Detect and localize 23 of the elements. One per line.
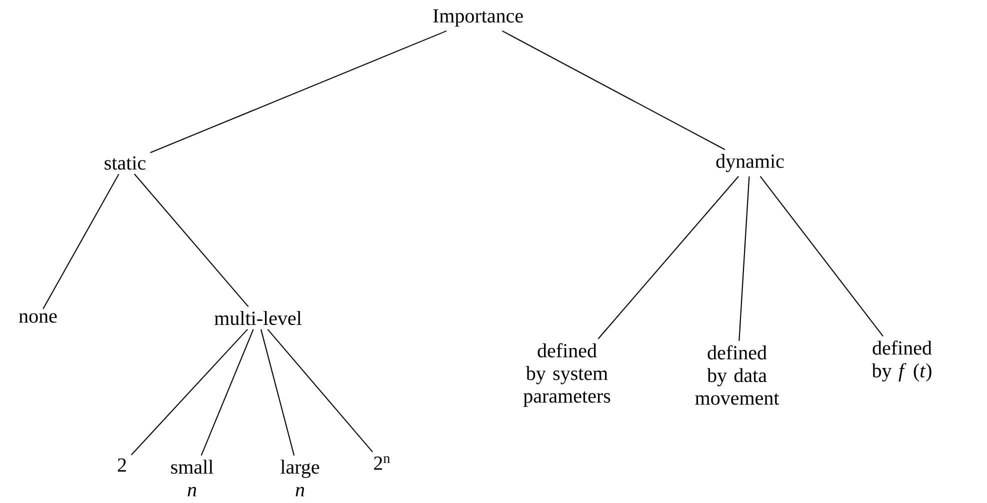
tree-branch: [150, 30, 447, 154]
tree-label: dynamic: [716, 154, 784, 172]
tree-label: defined by data movement: [695, 345, 780, 405]
tree-branch: [130, 328, 248, 456]
tree-label: 2$^{n}$: [374, 456, 390, 470]
tree-branch: [738, 176, 750, 341]
tree-label: Importance: [433, 9, 523, 27]
tree-branch: [760, 176, 884, 337]
tree-branch: [502, 30, 726, 150]
tree-branch: [267, 328, 373, 452]
tree-label: none: [19, 313, 57, 323]
tree-label: defined by system parameters: [523, 343, 610, 407]
tree-label: defined by f (t): [872, 340, 932, 382]
tree-branch: [42, 174, 120, 310]
tree-branch: [598, 176, 739, 340]
tree-label: static: [104, 156, 146, 170]
tree-label: 2: [118, 458, 126, 472]
tree-branch: [260, 329, 295, 456]
tree-branch: [134, 174, 249, 308]
tree-label: large n: [280, 460, 320, 496]
tree-label: small n: [171, 460, 214, 496]
tree-label: multi-level: [214, 310, 302, 326]
tree-branch: [200, 329, 254, 456]
